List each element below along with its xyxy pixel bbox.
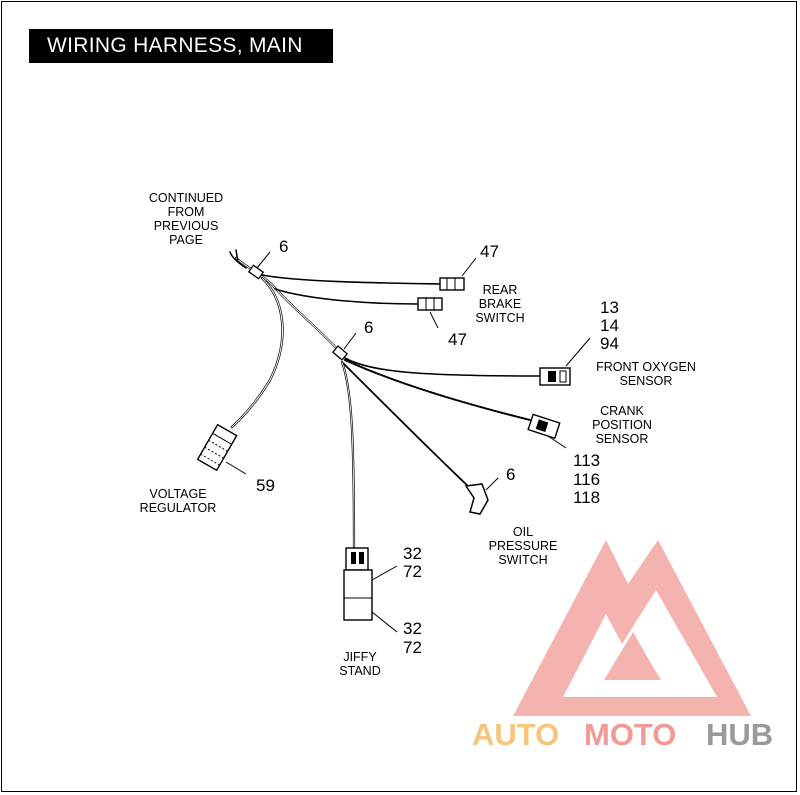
watermark-auto: AUTO	[472, 717, 559, 752]
callout-oxygen-2: 14	[600, 316, 619, 335]
svg-text:PAGE: PAGE	[169, 233, 203, 247]
callout-crank-2: 116	[573, 470, 600, 489]
watermark-moto: MOTO	[584, 717, 676, 752]
label-oil-pressure-switch: OIL PRESSURE SWITCH	[489, 525, 558, 567]
label-voltage-regulator: VOLTAGE REGULATOR	[140, 487, 217, 515]
svg-text:SWITCH: SWITCH	[475, 311, 524, 325]
harness-wires	[229, 249, 541, 550]
label-jiffy-stand: JIFFY STAND	[339, 650, 380, 678]
wire-oil-pressure	[341, 361, 471, 489]
wire-trunk-end	[229, 249, 247, 269]
label-rear-brake-switch: REAR BRAKE SWITCH	[475, 283, 524, 325]
crank-sensor-connector	[527, 413, 561, 440]
callout-oxygen-1: 13	[600, 298, 619, 317]
svg-text:JIFFY: JIFFY	[343, 650, 377, 664]
svg-text:FROM: FROM	[168, 205, 205, 219]
svg-text:REAR: REAR	[483, 283, 518, 297]
clip-mid	[331, 345, 349, 361]
watermark-logo-inner	[563, 590, 717, 697]
callout-crank-3: 118	[573, 488, 600, 507]
wire-jiffy-stand-inner	[341, 361, 355, 549]
callout-jiffy-top-2: 72	[403, 562, 422, 581]
svg-text:SENSOR: SENSOR	[620, 374, 673, 388]
label-front-oxygen-sensor: FRONT OXYGEN SENSOR	[596, 360, 696, 388]
svg-text:REGULATOR: REGULATOR	[140, 501, 217, 515]
diagram-title: WIRING HARNESS, MAIN	[29, 29, 333, 63]
svg-text:SENSOR: SENSOR	[596, 432, 649, 446]
label-continued: CONTINUED FROM PREVIOUS PAGE	[149, 191, 223, 247]
callout-crank-1: 113	[573, 451, 600, 470]
svg-text:CRANK: CRANK	[600, 404, 644, 418]
svg-text:STAND: STAND	[339, 664, 380, 678]
svg-text:FRONT OXYGEN: FRONT OXYGEN	[596, 360, 696, 374]
oil-pressure-switch-connector	[464, 483, 489, 515]
wire-rear-brake-lower	[274, 288, 419, 305]
callout-numbers: 6 6 47 47 13 14 94 113 116 118 6 59 32 7…	[256, 237, 619, 657]
callout-oxygen-3: 94	[600, 334, 619, 353]
wire-crank	[344, 359, 531, 421]
leader-lines	[225, 251, 591, 633]
svg-text:VOLTAGE: VOLTAGE	[149, 487, 206, 501]
callout-clip-top: 6	[279, 237, 288, 256]
watermark-hub: HUB	[706, 717, 773, 752]
callout-voltage: 59	[256, 476, 275, 495]
wire-voltage-regulator-inner	[231, 277, 283, 428]
watermark-text: AUTO MOTO HUB	[472, 717, 773, 752]
svg-text:BRAKE: BRAKE	[479, 297, 521, 311]
svg-text:SWITCH: SWITCH	[498, 553, 547, 567]
callout-rear-brake-bottom: 47	[448, 330, 467, 349]
watermark-logo-core	[604, 632, 661, 680]
wire-oxygen	[344, 357, 541, 377]
svg-text:CONTINUED: CONTINUED	[149, 191, 223, 205]
wire-voltage-regulator	[230, 276, 284, 429]
callout-jiffy-bottom-1: 32	[403, 619, 422, 638]
rear-brake-connector-lower	[417, 297, 443, 311]
svg-text:POSITION: POSITION	[592, 418, 652, 432]
clip-top	[247, 264, 265, 280]
watermark-logo	[513, 540, 751, 716]
svg-text:PREVIOUS: PREVIOUS	[154, 219, 219, 233]
callout-jiffy-bottom-2: 72	[403, 638, 422, 657]
callout-oil: 6	[506, 465, 515, 484]
wire-main-trunk-inner	[235, 257, 341, 353]
rear-brake-connector-upper	[439, 277, 465, 291]
callout-clip-mid: 6	[364, 318, 373, 337]
svg-text:PRESSURE: PRESSURE	[489, 539, 558, 553]
wire-rear-brake-upper	[261, 274, 441, 285]
oxygen-sensor-connector	[539, 367, 571, 386]
label-crank-position-sensor: CRANK POSITION SENSOR	[592, 404, 652, 446]
callout-jiffy-top-1: 32	[403, 544, 422, 563]
callout-rear-brake-top: 47	[480, 242, 499, 261]
voltage-regulator-connector	[196, 423, 238, 472]
jiffy-stand-connector	[343, 547, 373, 621]
svg-text:OIL: OIL	[513, 525, 533, 539]
